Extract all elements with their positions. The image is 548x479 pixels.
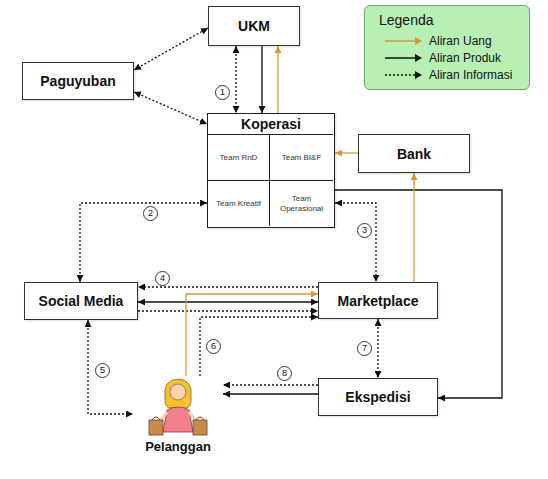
callout-number: 2 <box>143 206 158 221</box>
flow-connector <box>134 28 208 70</box>
node-text: Team RnD <box>220 153 258 163</box>
flow-connector <box>261 46 262 113</box>
flow-connector <box>413 173 414 282</box>
legend-row: Aliran Produk <box>379 51 529 65</box>
flow-connector <box>277 46 278 113</box>
process-box: Marketplace <box>318 282 438 319</box>
node-text: Team BI&F <box>282 153 322 163</box>
customer-illustration <box>145 376 211 438</box>
team-cell: Team RnD <box>208 134 269 180</box>
callout-number: 5 <box>95 363 110 378</box>
legend-row: Aliran Uang <box>379 34 529 48</box>
node-text: Koperasi <box>208 114 334 134</box>
flow-connector <box>335 203 376 282</box>
legend-arrow-head <box>415 37 422 45</box>
process-box: Paguyuban <box>22 62 134 100</box>
legend-text: Aliran Produk <box>429 51 501 65</box>
legend-sample <box>385 36 423 46</box>
flow-connector <box>186 294 318 376</box>
process-box: Bank <box>358 134 470 173</box>
flow-connector <box>200 317 318 376</box>
legend-arrow-head <box>415 71 422 79</box>
node-text: Ekspedisi <box>345 389 410 405</box>
body-shape <box>163 407 193 432</box>
team-cell: Team BI&F <box>269 134 333 180</box>
node-text: Paguyuban <box>40 73 115 89</box>
node-text: Team Kreatif <box>216 199 261 209</box>
legend-box: LegendaAliran UangAliran ProdukAliran In… <box>364 5 530 90</box>
callout-number: 3 <box>357 223 372 238</box>
node-text: UKM <box>238 18 270 34</box>
bag-handle <box>196 417 204 420</box>
flow-connector <box>223 384 318 385</box>
customer-node: Pelanggan <box>133 376 223 456</box>
flow-connector <box>223 393 318 394</box>
node-text: Marketplace <box>338 293 419 309</box>
process-box: Ekspedisi <box>318 378 438 416</box>
flow-connector <box>88 320 133 414</box>
flow-connector <box>138 310 318 311</box>
team-cell: Team Operasional <box>269 180 333 226</box>
node-text: Social Media <box>39 293 124 309</box>
callout-number: 7 <box>357 341 372 356</box>
bag-handle <box>152 417 160 420</box>
legend-sample <box>385 53 423 63</box>
shopping-bag <box>149 420 163 435</box>
legend-title: Legenda <box>379 12 434 28</box>
callout-number: 4 <box>155 271 170 286</box>
legend-row: Aliran Informasi <box>379 68 529 82</box>
flow-connector <box>80 203 207 282</box>
process-box: Social Media <box>24 282 138 320</box>
process-box: UKM <box>208 6 300 46</box>
legend-text: Aliran Informasi <box>429 68 512 82</box>
callout-number: 8 <box>277 366 292 381</box>
flow-connector <box>335 152 358 153</box>
callout-number: 1 <box>215 85 230 100</box>
group-box: KoperasiTeam RnD Team BI&F Team Kreatif Tea… <box>207 113 335 228</box>
flow-connector <box>138 286 318 287</box>
flow-connector <box>235 46 236 113</box>
hair-shape <box>165 379 191 408</box>
team-cell: Team Kreatif <box>208 180 269 226</box>
node-text: Team Operasional <box>273 194 330 214</box>
node-text: Pelanggan <box>133 439 223 455</box>
flow-connector <box>377 319 378 378</box>
face-shape <box>170 384 186 400</box>
legend-sample <box>385 70 423 80</box>
flow-connector <box>138 301 318 302</box>
legend-text: Aliran Uang <box>429 34 492 48</box>
legend-arrow-head <box>415 54 422 62</box>
shopping-bag <box>193 420 207 435</box>
node-text: Bank <box>397 146 431 162</box>
flow-connector <box>134 92 207 124</box>
callout-number: 6 <box>206 339 221 354</box>
